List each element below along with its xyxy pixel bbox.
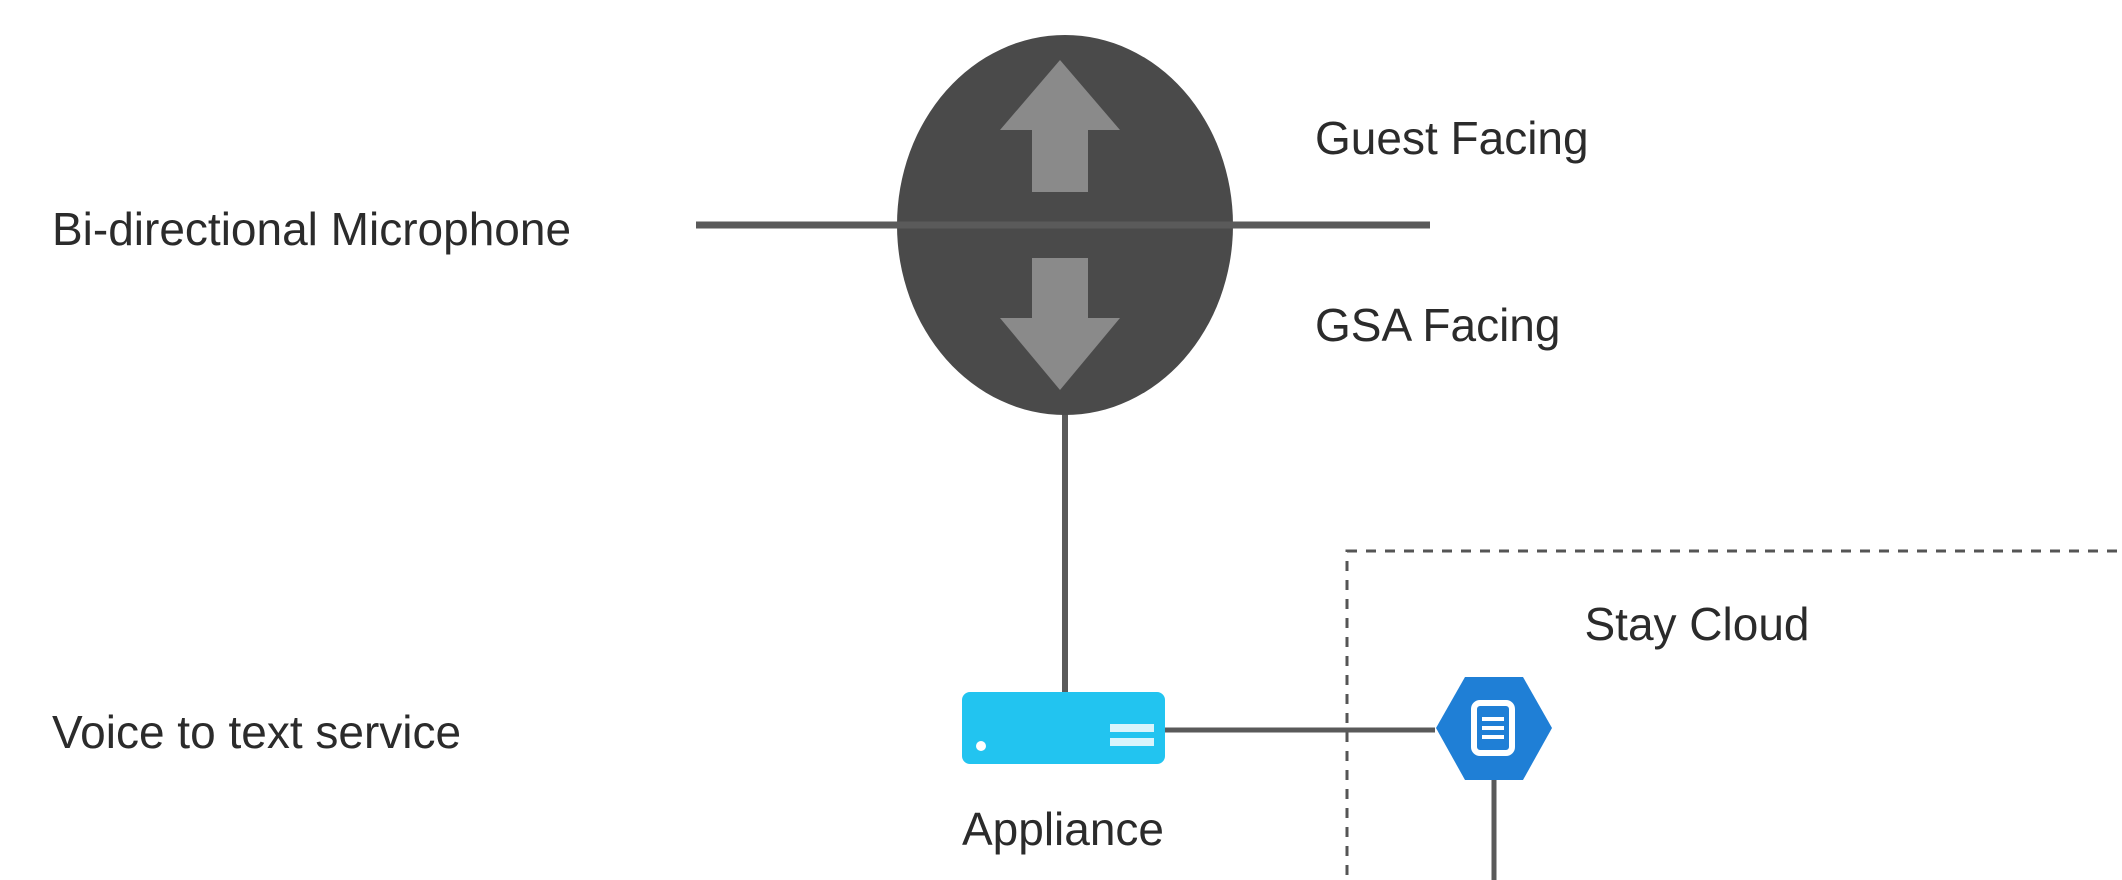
arrow-down-icon [1000, 258, 1120, 390]
arrow-up-icon [1000, 60, 1120, 192]
guest-facing-label: Guest Facing [1315, 112, 1589, 164]
server-appliance-icon [962, 692, 1165, 764]
stay-cloud-label: Stay Cloud [1584, 598, 1809, 650]
gsa-facing-label: GSA Facing [1315, 299, 1560, 351]
voice-service-label: Voice to text service [52, 706, 461, 758]
document-hexagon-icon [1436, 677, 1552, 780]
microphone-label: Bi-directional Microphone [52, 203, 571, 255]
appliance-label: Appliance [962, 803, 1164, 855]
